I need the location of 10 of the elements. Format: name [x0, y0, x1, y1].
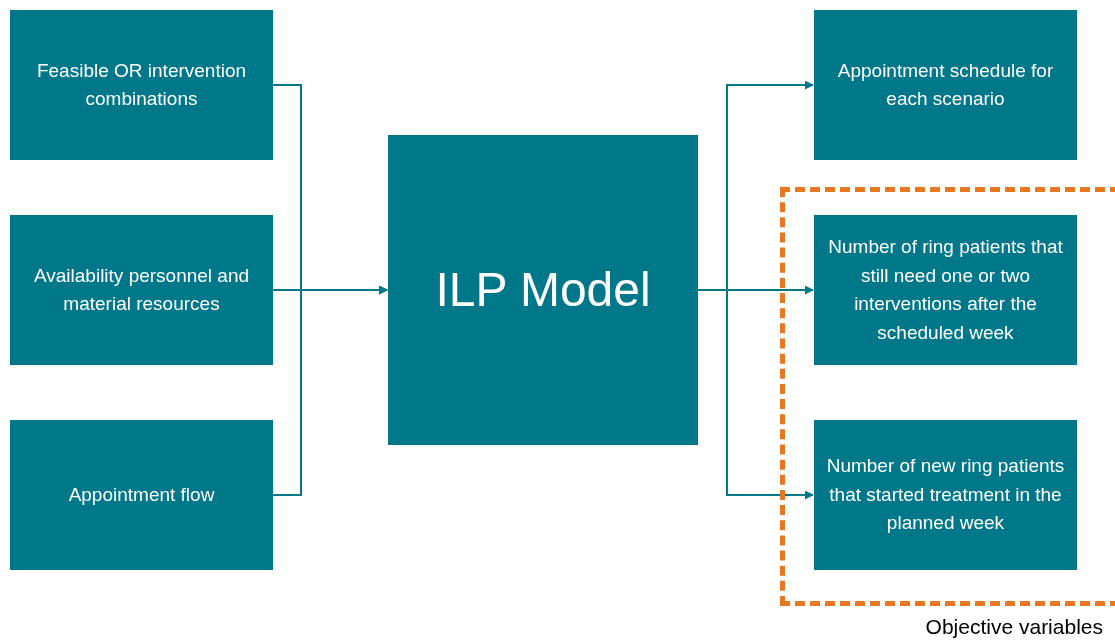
model-box: ILP Model — [388, 135, 698, 445]
process-box: Appointment schedule for each scenario — [814, 10, 1077, 160]
connector-arrow — [272, 285, 388, 496]
process-box: Availability personnel and material resources — [10, 215, 273, 365]
process-box: Number of new ring patients that started treatment in the planned week — [814, 420, 1077, 570]
group-label: Objective variables — [925, 615, 1103, 639]
connector-arrow — [697, 289, 814, 500]
process-box: Number of ring patients that still need one or two interventions after the scheduled week — [814, 215, 1077, 365]
process-box: Appointment flow — [10, 420, 273, 570]
process-box: Feasible OR intervention combinations — [10, 10, 273, 160]
